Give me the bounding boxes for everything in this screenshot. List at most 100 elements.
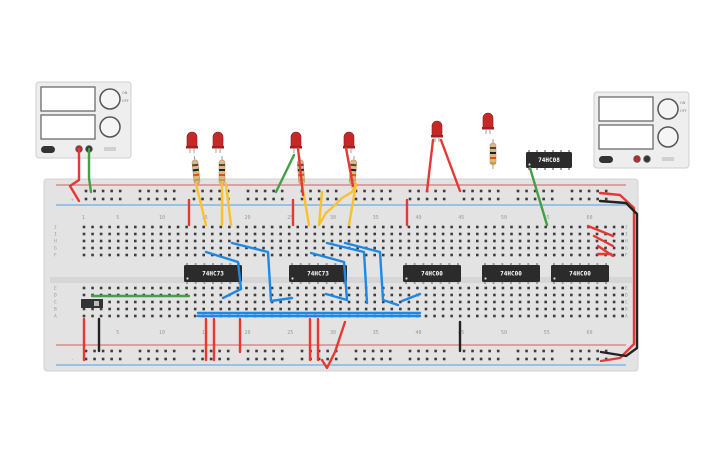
- ic-chip-74hc00[interactable]: 74HC00: [482, 263, 540, 284]
- terminal-hole[interactable]: [510, 239, 513, 243]
- terminal-hole[interactable]: [450, 314, 453, 318]
- terminal-hole[interactable]: [262, 246, 265, 250]
- terminal-hole[interactable]: [364, 225, 368, 229]
- terminal-hole[interactable]: [510, 307, 513, 311]
- terminal-hole[interactable]: [322, 246, 325, 250]
- terminal-hole[interactable]: [193, 314, 197, 318]
- rail-hole[interactable]: [172, 189, 176, 193]
- terminal-hole[interactable]: [347, 300, 351, 304]
- terminal-hole[interactable]: [476, 239, 479, 243]
- terminal-hole[interactable]: [493, 253, 496, 257]
- terminal-hole[interactable]: [433, 253, 436, 257]
- terminal-hole[interactable]: [578, 239, 582, 243]
- terminal-hole[interactable]: [151, 307, 154, 311]
- rail-hole[interactable]: [263, 197, 267, 201]
- terminal-hole[interactable]: [604, 293, 607, 297]
- terminal-hole[interactable]: [159, 314, 163, 318]
- terminal-hole[interactable]: [245, 286, 248, 290]
- switch-body[interactable]: [81, 299, 103, 308]
- rail-hole[interactable]: [263, 357, 267, 361]
- terminal-hole[interactable]: [125, 307, 129, 311]
- rail-hole[interactable]: [118, 357, 122, 361]
- terminal-hole[interactable]: [433, 293, 436, 297]
- terminal-hole[interactable]: [176, 300, 180, 304]
- rail-hole[interactable]: [192, 349, 196, 353]
- terminal-hole[interactable]: [159, 232, 163, 236]
- rail-hole[interactable]: [326, 197, 329, 201]
- terminal-hole[interactable]: [330, 307, 334, 311]
- rail-hole[interactable]: [380, 197, 383, 201]
- terminal-hole[interactable]: [544, 246, 547, 250]
- terminal-hole[interactable]: [339, 300, 342, 304]
- terminal-hole[interactable]: [134, 307, 137, 311]
- terminal-hole[interactable]: [493, 286, 496, 290]
- rail-hole[interactable]: [579, 189, 582, 193]
- terminal-hole[interactable]: [544, 253, 547, 257]
- terminal-hole[interactable]: [587, 286, 590, 290]
- rail-hole[interactable]: [516, 197, 520, 201]
- rail-hole[interactable]: [479, 197, 483, 201]
- terminal-hole[interactable]: [305, 307, 308, 311]
- terminal-hole[interactable]: [527, 239, 530, 243]
- slide-switch[interactable]: [81, 299, 103, 308]
- terminal-hole[interactable]: [381, 307, 385, 311]
- terminal-hole[interactable]: [176, 225, 180, 229]
- terminal-hole[interactable]: [493, 225, 496, 229]
- rail-hole[interactable]: [479, 189, 483, 193]
- rail-hole[interactable]: [192, 189, 196, 193]
- rail-hole[interactable]: [334, 197, 338, 201]
- terminal-hole[interactable]: [424, 239, 428, 243]
- terminal-hole[interactable]: [570, 307, 573, 311]
- rail-hole[interactable]: [84, 357, 88, 361]
- terminal-hole[interactable]: [296, 286, 300, 290]
- terminal-hole[interactable]: [313, 232, 317, 236]
- terminal-hole[interactable]: [587, 300, 590, 304]
- terminal-hole[interactable]: [424, 314, 428, 318]
- wire-black-rail-jumper[interactable]: [598, 199, 639, 358]
- terminal-hole[interactable]: [467, 225, 471, 229]
- terminal-hole[interactable]: [313, 286, 317, 290]
- rail-hole[interactable]: [164, 189, 167, 193]
- terminal-hole[interactable]: [134, 232, 137, 236]
- terminal-hole[interactable]: [168, 253, 171, 257]
- power-switch[interactable]: [599, 156, 613, 163]
- rail-hole[interactable]: [363, 197, 366, 201]
- terminal-hole[interactable]: [253, 300, 257, 304]
- terminal-hole[interactable]: [339, 225, 342, 229]
- rail-hole[interactable]: [201, 189, 204, 193]
- terminal-hole[interactable]: [390, 253, 394, 257]
- rail-hole[interactable]: [579, 197, 582, 201]
- terminal-hole[interactable]: [621, 307, 624, 311]
- terminal-hole[interactable]: [245, 307, 248, 311]
- terminal-hole[interactable]: [202, 232, 205, 236]
- terminal-hole[interactable]: [552, 307, 556, 311]
- wire-green[interactable]: [274, 153, 296, 194]
- terminal-hole[interactable]: [305, 293, 308, 297]
- terminal-hole[interactable]: [356, 225, 359, 229]
- terminal-hole[interactable]: [262, 239, 265, 243]
- rail-hole[interactable]: [101, 189, 105, 193]
- terminal-hole[interactable]: [91, 239, 94, 243]
- terminal-hole[interactable]: [339, 286, 342, 290]
- terminal-hole[interactable]: [484, 239, 488, 243]
- terminal-hole[interactable]: [467, 246, 471, 250]
- terminal-hole[interactable]: [467, 314, 471, 318]
- rail-hole[interactable]: [388, 357, 392, 361]
- terminal-hole[interactable]: [416, 239, 419, 243]
- terminal-hole[interactable]: [151, 239, 154, 243]
- terminal-hole[interactable]: [373, 300, 376, 304]
- terminal-hole[interactable]: [322, 239, 325, 243]
- terminal-hole[interactable]: [270, 232, 274, 236]
- terminal-hole[interactable]: [407, 246, 411, 250]
- terminal-hole[interactable]: [561, 314, 565, 318]
- terminal-hole[interactable]: [108, 300, 111, 304]
- terminal-hole[interactable]: [441, 314, 445, 318]
- terminal-hole[interactable]: [245, 253, 248, 257]
- terminal-hole[interactable]: [399, 307, 402, 311]
- terminal-hole[interactable]: [116, 225, 120, 229]
- terminal-hole[interactable]: [510, 232, 513, 236]
- terminal-hole[interactable]: [484, 300, 488, 304]
- terminal-hole[interactable]: [219, 232, 223, 236]
- terminal-hole[interactable]: [116, 253, 120, 257]
